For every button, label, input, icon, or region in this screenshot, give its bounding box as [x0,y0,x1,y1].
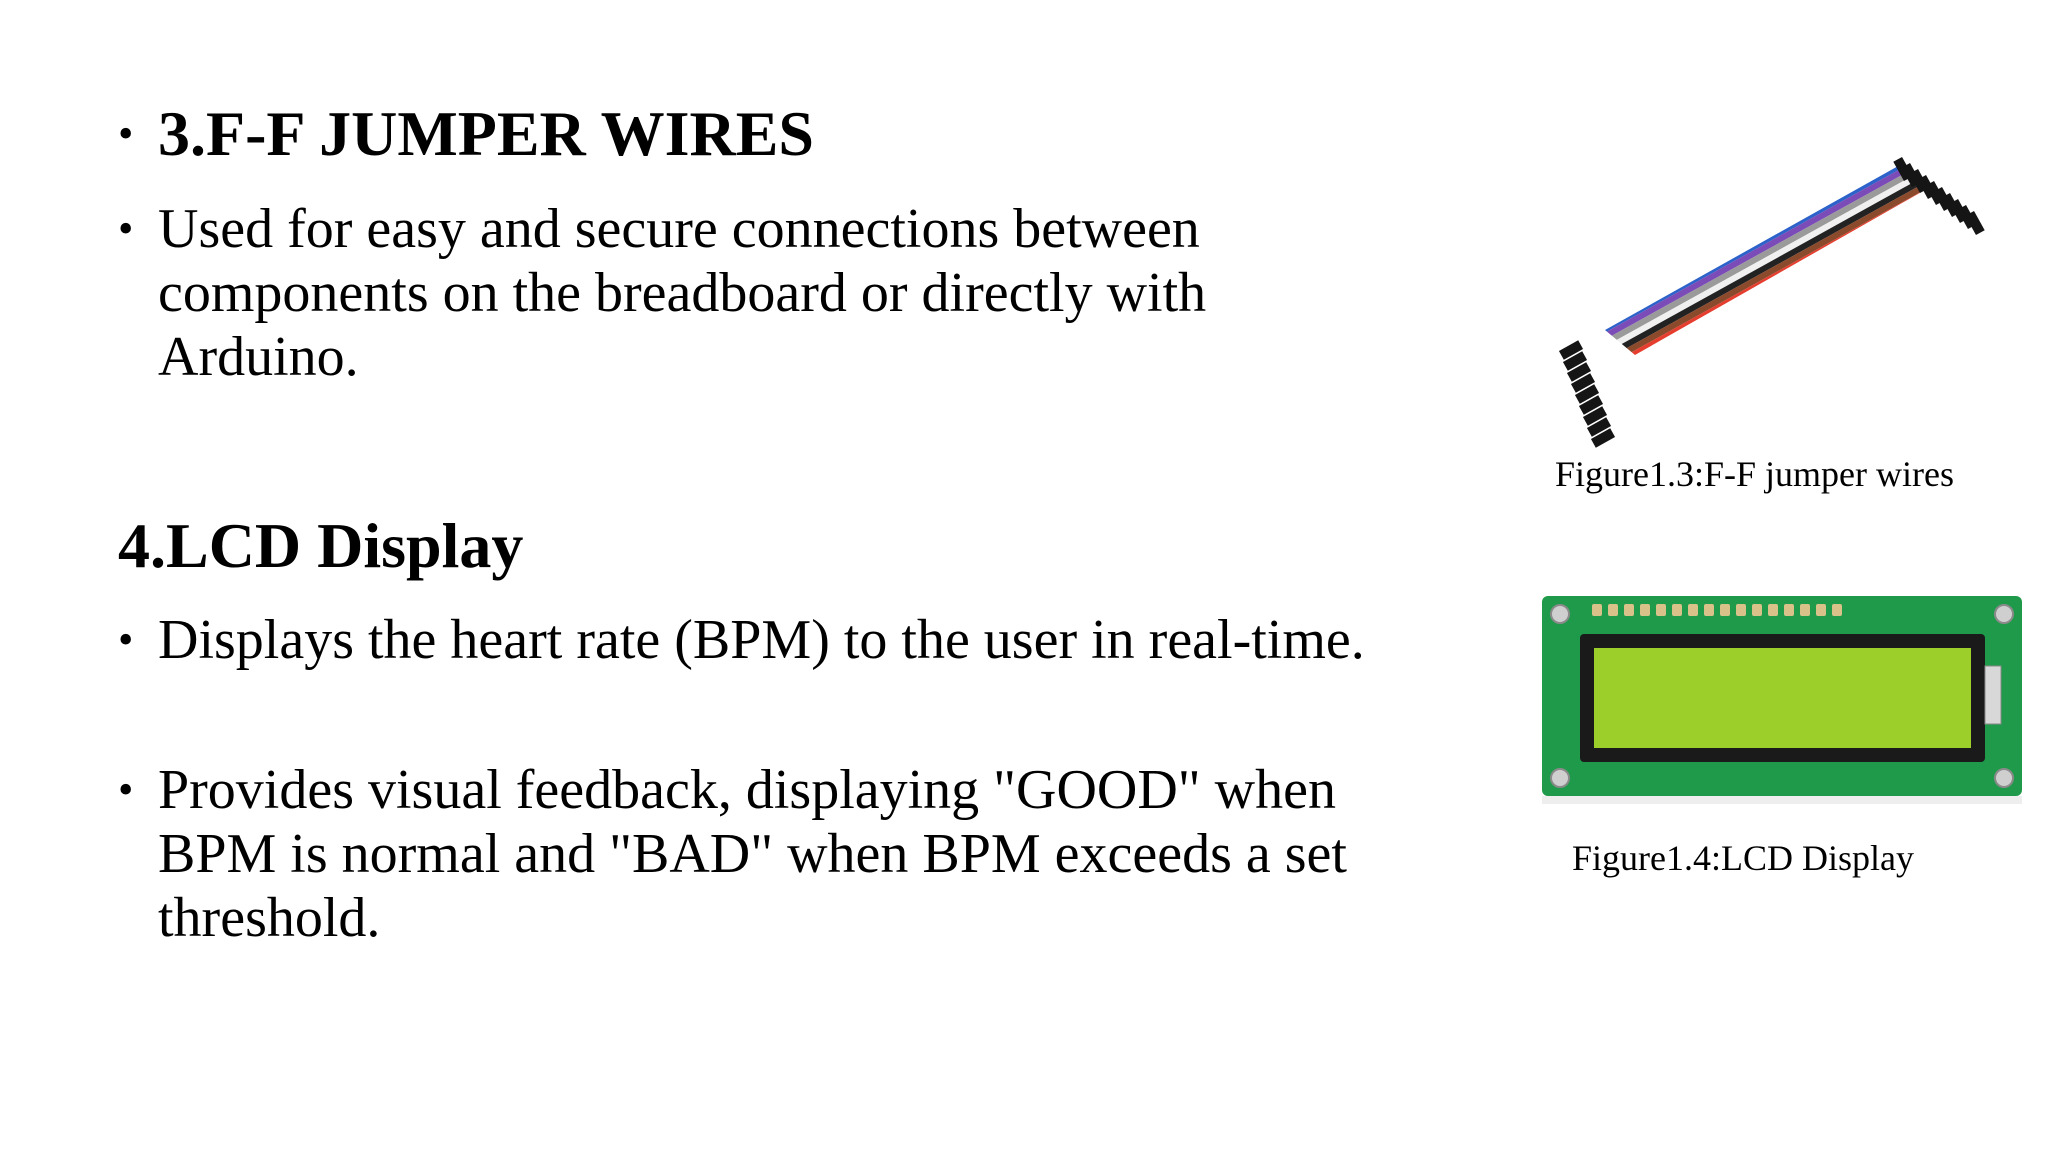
bullet-lcd-desc-2: • Provides visual feedback, displaying "… [118,758,1378,950]
jumper-wires-image [1530,150,2030,500]
lcd-display-icon [1542,596,2022,804]
jumper-wires-icon [1558,156,1985,448]
bullet-dot: • [118,109,134,158]
bullet-lcd-desc-1: • Displays the heart rate (BPM) to the u… [118,608,1378,672]
bullet-dot: • [118,204,134,253]
bullet-text: Provides visual feedback, displaying "GO… [158,759,1347,949]
bullet-jumper-wires-desc: • Used for easy and secure connections b… [118,197,1378,389]
section-heading: 3.F-F JUMPER WIRES [158,98,814,169]
figure-caption: Figure1.3:F-F jumper wires [1555,454,1954,494]
bullet-text: Used for easy and secure connections bet… [158,198,1207,388]
section-heading: 4.LCD Display [118,510,524,581]
bullet-dot: • [118,615,134,664]
bullet-dot: • [118,765,134,814]
lcd-display-image [1530,586,2030,886]
figure-caption: Figure1.4:LCD Display [1572,838,1914,878]
bullet-heading-jumper-wires: • 3.F-F JUMPER WIRES [118,92,814,176]
bullet-text: Displays the heart rate (BPM) to the use… [158,609,1365,671]
